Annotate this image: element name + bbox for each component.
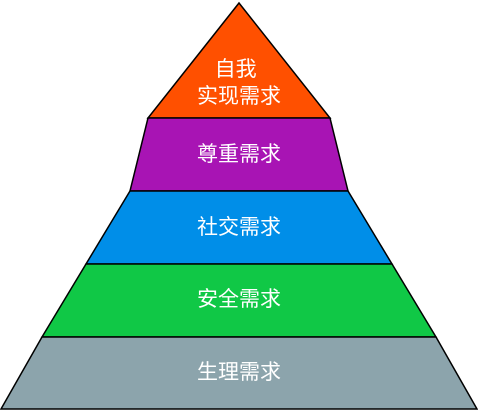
level-esteem-label: 尊重需求 [197, 142, 281, 166]
level-safety-label: 安全需求 [197, 287, 281, 311]
level-social-label: 社交需求 [197, 215, 281, 239]
level-physiological-label: 生理需求 [197, 360, 281, 384]
level-esteem: 尊重需求 [129, 117, 349, 192]
level-physiological: 生理需求 [0, 336, 478, 410]
level-safety: 安全需求 [40, 263, 438, 338]
level-self-actualization-label-line1: 自我 [215, 57, 257, 81]
level-self-actualization-label-line2: 实现需求 [197, 84, 281, 108]
level-social: 社交需求 [84, 190, 394, 265]
level-physiological-band [0, 336, 478, 410]
level-self-actualization-label: 自我 实现需求 [197, 57, 281, 108]
level-self-actualization: 自我 实现需求 [146, 1, 332, 119]
